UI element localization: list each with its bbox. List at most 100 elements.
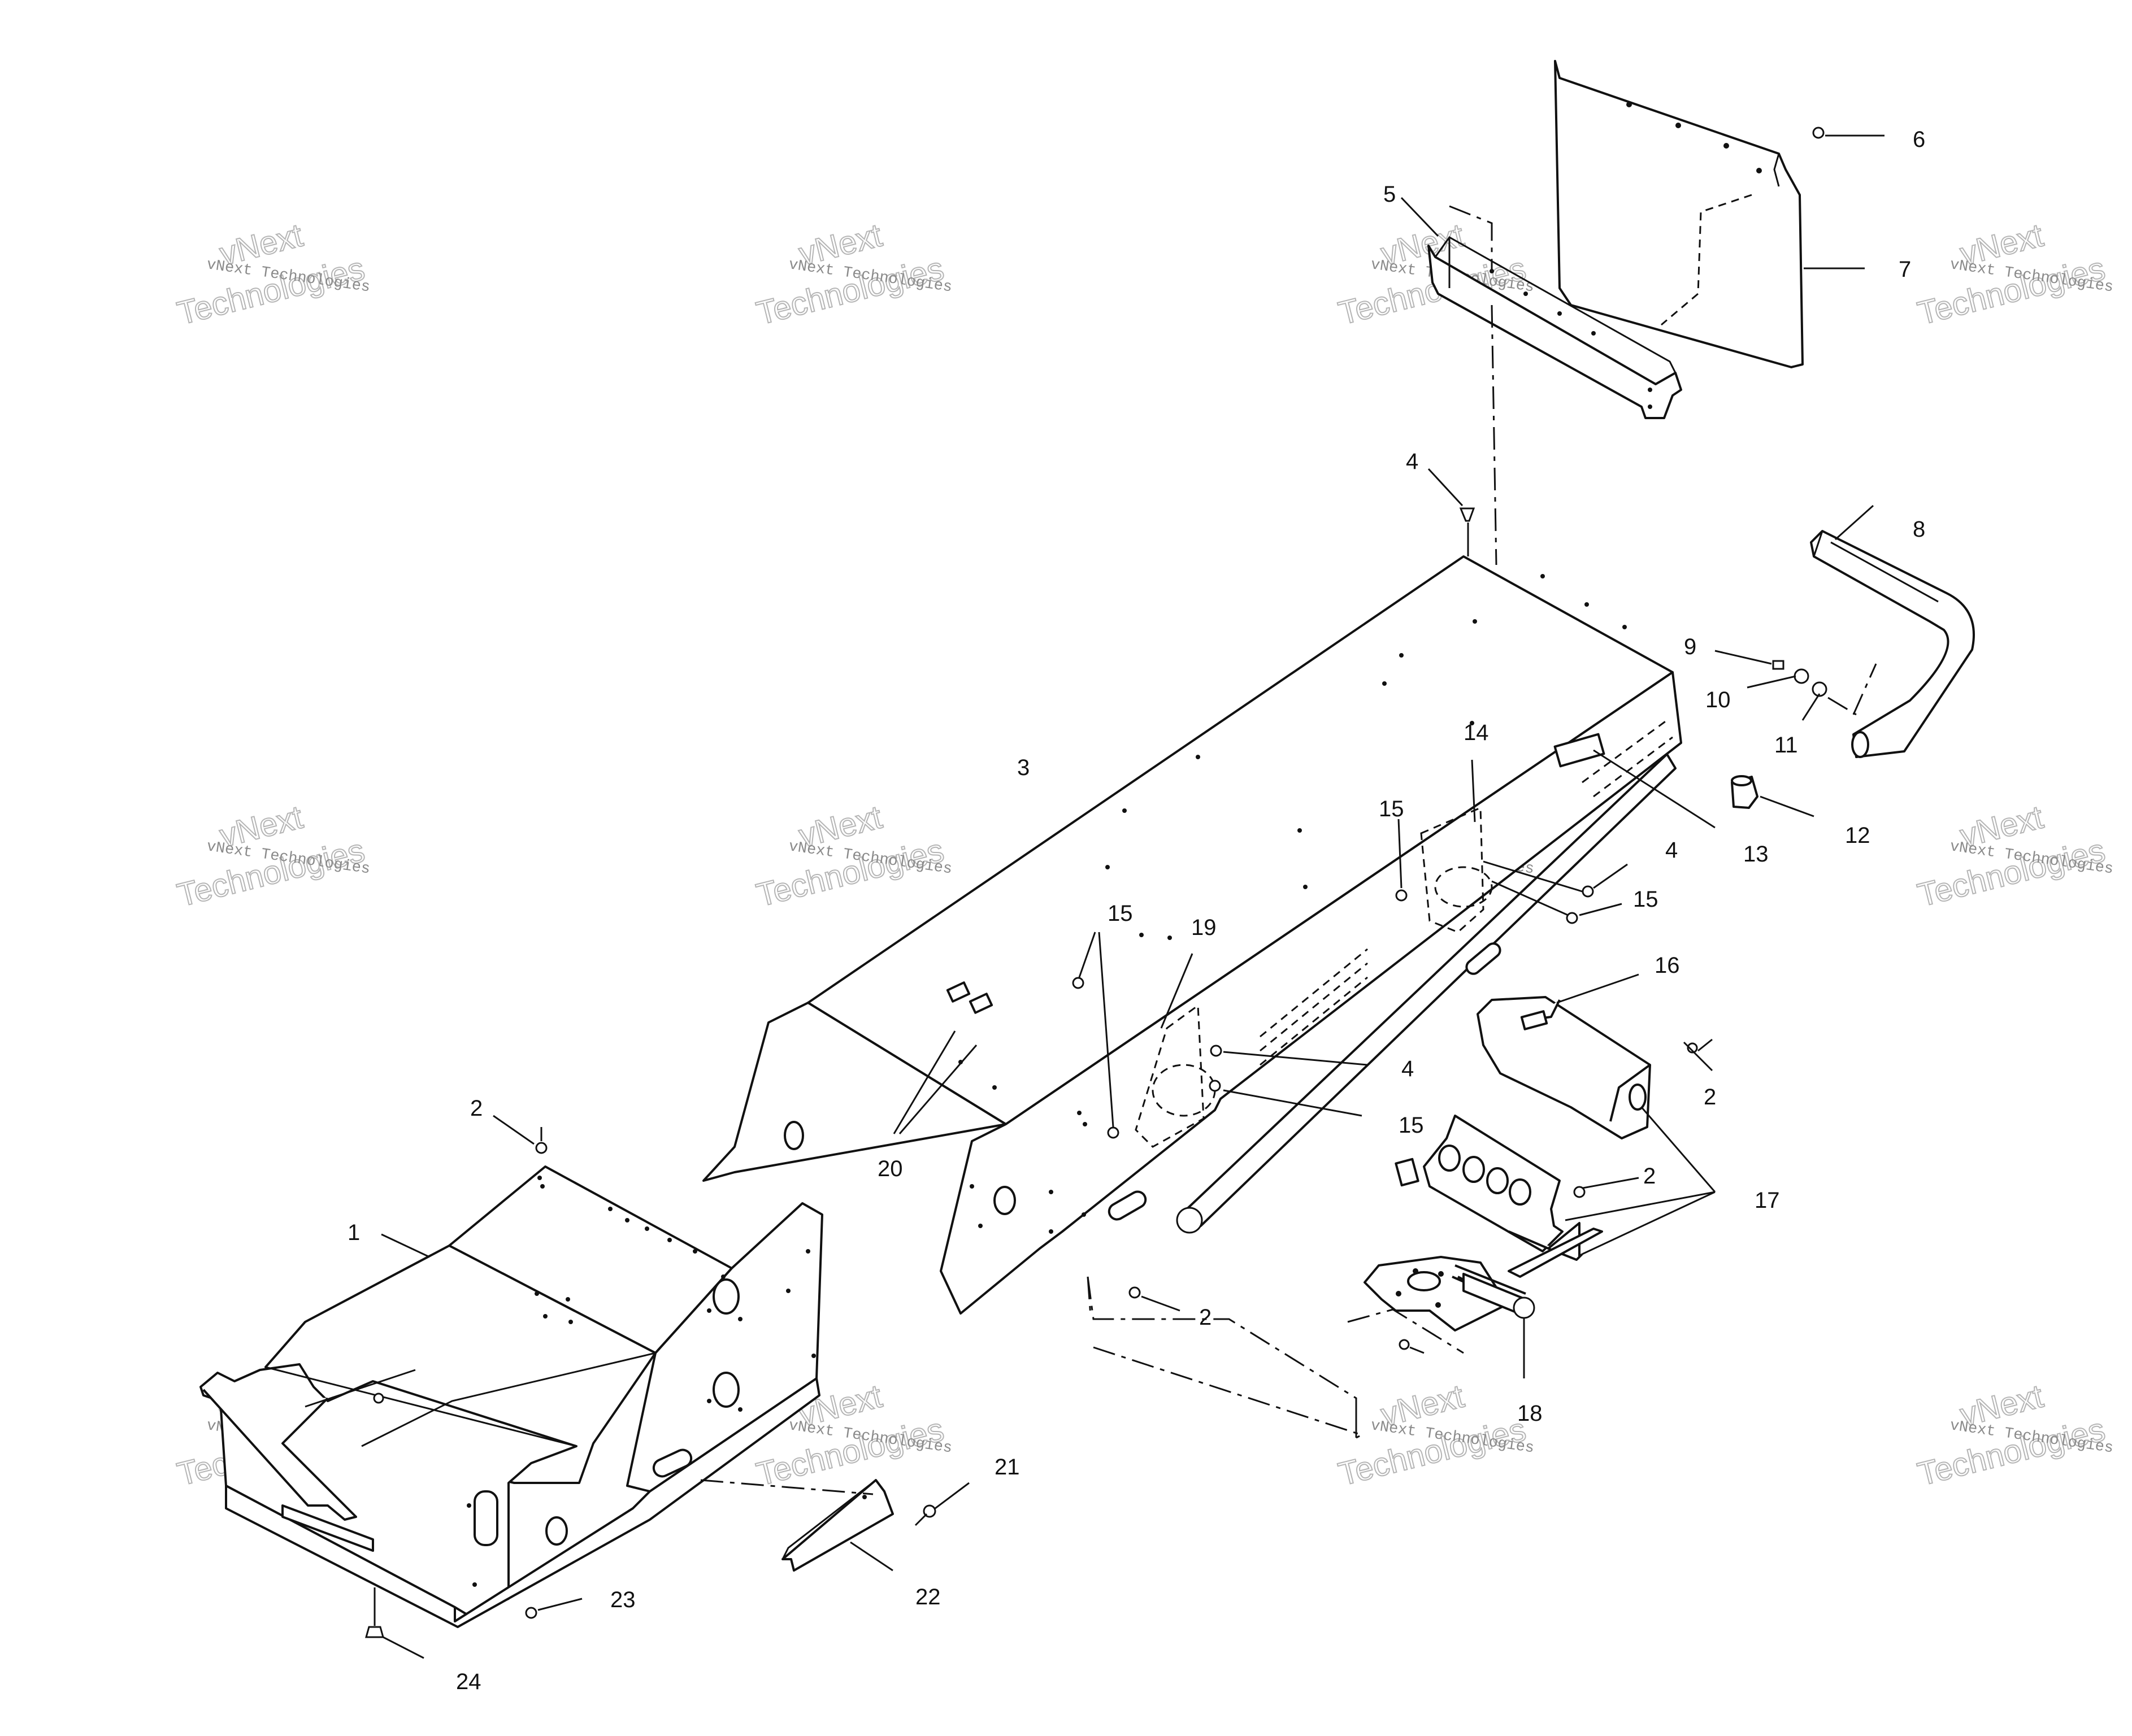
- callout-16: 16: [1655, 953, 1680, 978]
- part-15-rivet: [1072, 977, 1084, 989]
- part-2-rivet: [535, 1142, 548, 1154]
- callout-23: 23: [610, 1587, 636, 1612]
- callout-9: 9: [1684, 634, 1696, 659]
- callout-21: 21: [995, 1455, 1020, 1480]
- leader-12: [1760, 795, 1814, 817]
- part-7-flap: [1554, 60, 1804, 368]
- leader-15-right-b: [1491, 880, 1569, 916]
- callout-4: 4: [1401, 1056, 1414, 1081]
- leader-24: [383, 1636, 424, 1659]
- part-5-flap-bracket: [1427, 205, 1682, 419]
- leader-15-right: [1397, 819, 1402, 889]
- leader-13: [1593, 749, 1716, 829]
- callout-4: 4: [1406, 449, 1418, 474]
- callout-2: 2: [1199, 1305, 1212, 1330]
- part-1-front-frame: [199, 1165, 823, 1628]
- callout-12: 12: [1845, 823, 1870, 848]
- watermark: Technologies vNext vNext Technologies: [173, 216, 371, 333]
- leader-4-right-b: [1483, 860, 1583, 893]
- callout-7: 7: [1899, 257, 1911, 282]
- part-15-rivet: [1395, 889, 1408, 902]
- hardware-9-10-11: [1772, 660, 1877, 716]
- leader-14: [1471, 759, 1476, 823]
- leader-15-right2: [1579, 903, 1622, 916]
- leader-2-right: [1683, 1041, 1713, 1072]
- callout-10: 10: [1705, 688, 1731, 712]
- callout-6: 6: [1913, 127, 1925, 152]
- callout-labels: 1 2 2 2 2 3 4 4 4 5 6 7 8 9 10 11 12 13 …: [348, 127, 1925, 1694]
- callout-15: 15: [1108, 901, 1133, 926]
- leader-15-mid: [1223, 1089, 1362, 1117]
- watermark: Technologies vNext vNext Technologies: [1334, 1377, 1535, 1494]
- callout-15: 15: [1399, 1113, 1424, 1138]
- centerline-18: [1347, 1308, 1464, 1354]
- part-15-rivet: [1107, 1126, 1119, 1139]
- leader-15-left-b: [1098, 932, 1114, 1128]
- callout-5: 5: [1383, 182, 1396, 207]
- leader-8: [1834, 504, 1874, 541]
- leader-9: [1714, 650, 1772, 665]
- part-4-rivet: [1210, 1045, 1222, 1057]
- leader-2-bottom: [1141, 1295, 1180, 1312]
- part-23-fastener: [525, 1607, 537, 1619]
- part-16-bracket: [1477, 996, 1713, 1139]
- callout-11: 11: [1774, 733, 1798, 758]
- leader-16: [1556, 973, 1639, 1004]
- callout-3: 3: [1017, 755, 1030, 780]
- part-20-decals: [893, 981, 993, 1134]
- part-4-rivet: [1582, 885, 1594, 898]
- part-2-rivet: [1128, 1286, 1141, 1299]
- callout-2: 2: [1643, 1164, 1656, 1189]
- watermark: Technologies vNext vNext Technologies: [1913, 216, 2114, 333]
- callout-14: 14: [1464, 720, 1489, 745]
- part-24-cap: [365, 1626, 384, 1638]
- part-18-bracket: [1364, 1228, 1603, 1332]
- leader-15-left-a: [1078, 932, 1096, 978]
- assembly-centerline: [1491, 304, 1497, 565]
- part-12-bumper-stop: [1731, 775, 1758, 809]
- leader-5: [1400, 197, 1439, 237]
- part-6-fastener: [1812, 127, 1825, 139]
- leader-17-b: [1565, 1191, 1716, 1221]
- callout-24: 24: [456, 1669, 481, 1694]
- leader-4-top: [1427, 468, 1464, 507]
- leader-1: [381, 1233, 430, 1258]
- leader-22: [850, 1541, 893, 1572]
- watermark: Technologies vNext vNext Technologies: [173, 798, 371, 915]
- callout-15: 15: [1633, 887, 1658, 912]
- callout-22: 22: [915, 1585, 941, 1609]
- part-3-tunnel: [702, 555, 1682, 1439]
- part-8-bumper: [1810, 530, 1975, 758]
- callout-15: 15: [1379, 797, 1404, 821]
- callout-19: 19: [1191, 915, 1217, 940]
- callout-2: 2: [1704, 1085, 1716, 1110]
- leader-10: [1747, 675, 1796, 689]
- callout-8: 8: [1913, 517, 1925, 542]
- callout-1: 1: [348, 1220, 360, 1245]
- part-15-rivet: [1566, 912, 1578, 924]
- leader-2-right-b: [1576, 1177, 1639, 1190]
- watermark: Technologies vNext vNext Technologies: [1913, 798, 2114, 915]
- leader-2-left: [493, 1115, 535, 1145]
- callout-17: 17: [1755, 1188, 1780, 1213]
- callout-20: 20: [878, 1156, 903, 1181]
- leader-23: [537, 1598, 583, 1611]
- watermark: Technologies vNext vNext Technologies: [752, 798, 953, 915]
- leader-2-lower: [1409, 1346, 1425, 1354]
- callout-13: 13: [1743, 842, 1769, 867]
- part-4-rivet-top: [1459, 507, 1475, 556]
- leader-17-a: [1640, 1107, 1716, 1193]
- watermark: Technologies vNext vNext Technologies: [1913, 1377, 2114, 1494]
- leader-4-right: [1593, 863, 1628, 889]
- part-21-bolt: [914, 1482, 970, 1526]
- leader-4-mid: [1223, 1051, 1368, 1066]
- leader-11: [1801, 693, 1821, 721]
- callout-2: 2: [470, 1096, 483, 1121]
- part-22-angle-bracket: [700, 1479, 894, 1572]
- part-2-rivet: [1573, 1186, 1586, 1198]
- part-15-rivet: [1209, 1080, 1221, 1092]
- part-17-bracket: [1395, 1115, 1583, 1261]
- callout-4: 4: [1665, 838, 1678, 863]
- leader-17-c: [1582, 1191, 1716, 1255]
